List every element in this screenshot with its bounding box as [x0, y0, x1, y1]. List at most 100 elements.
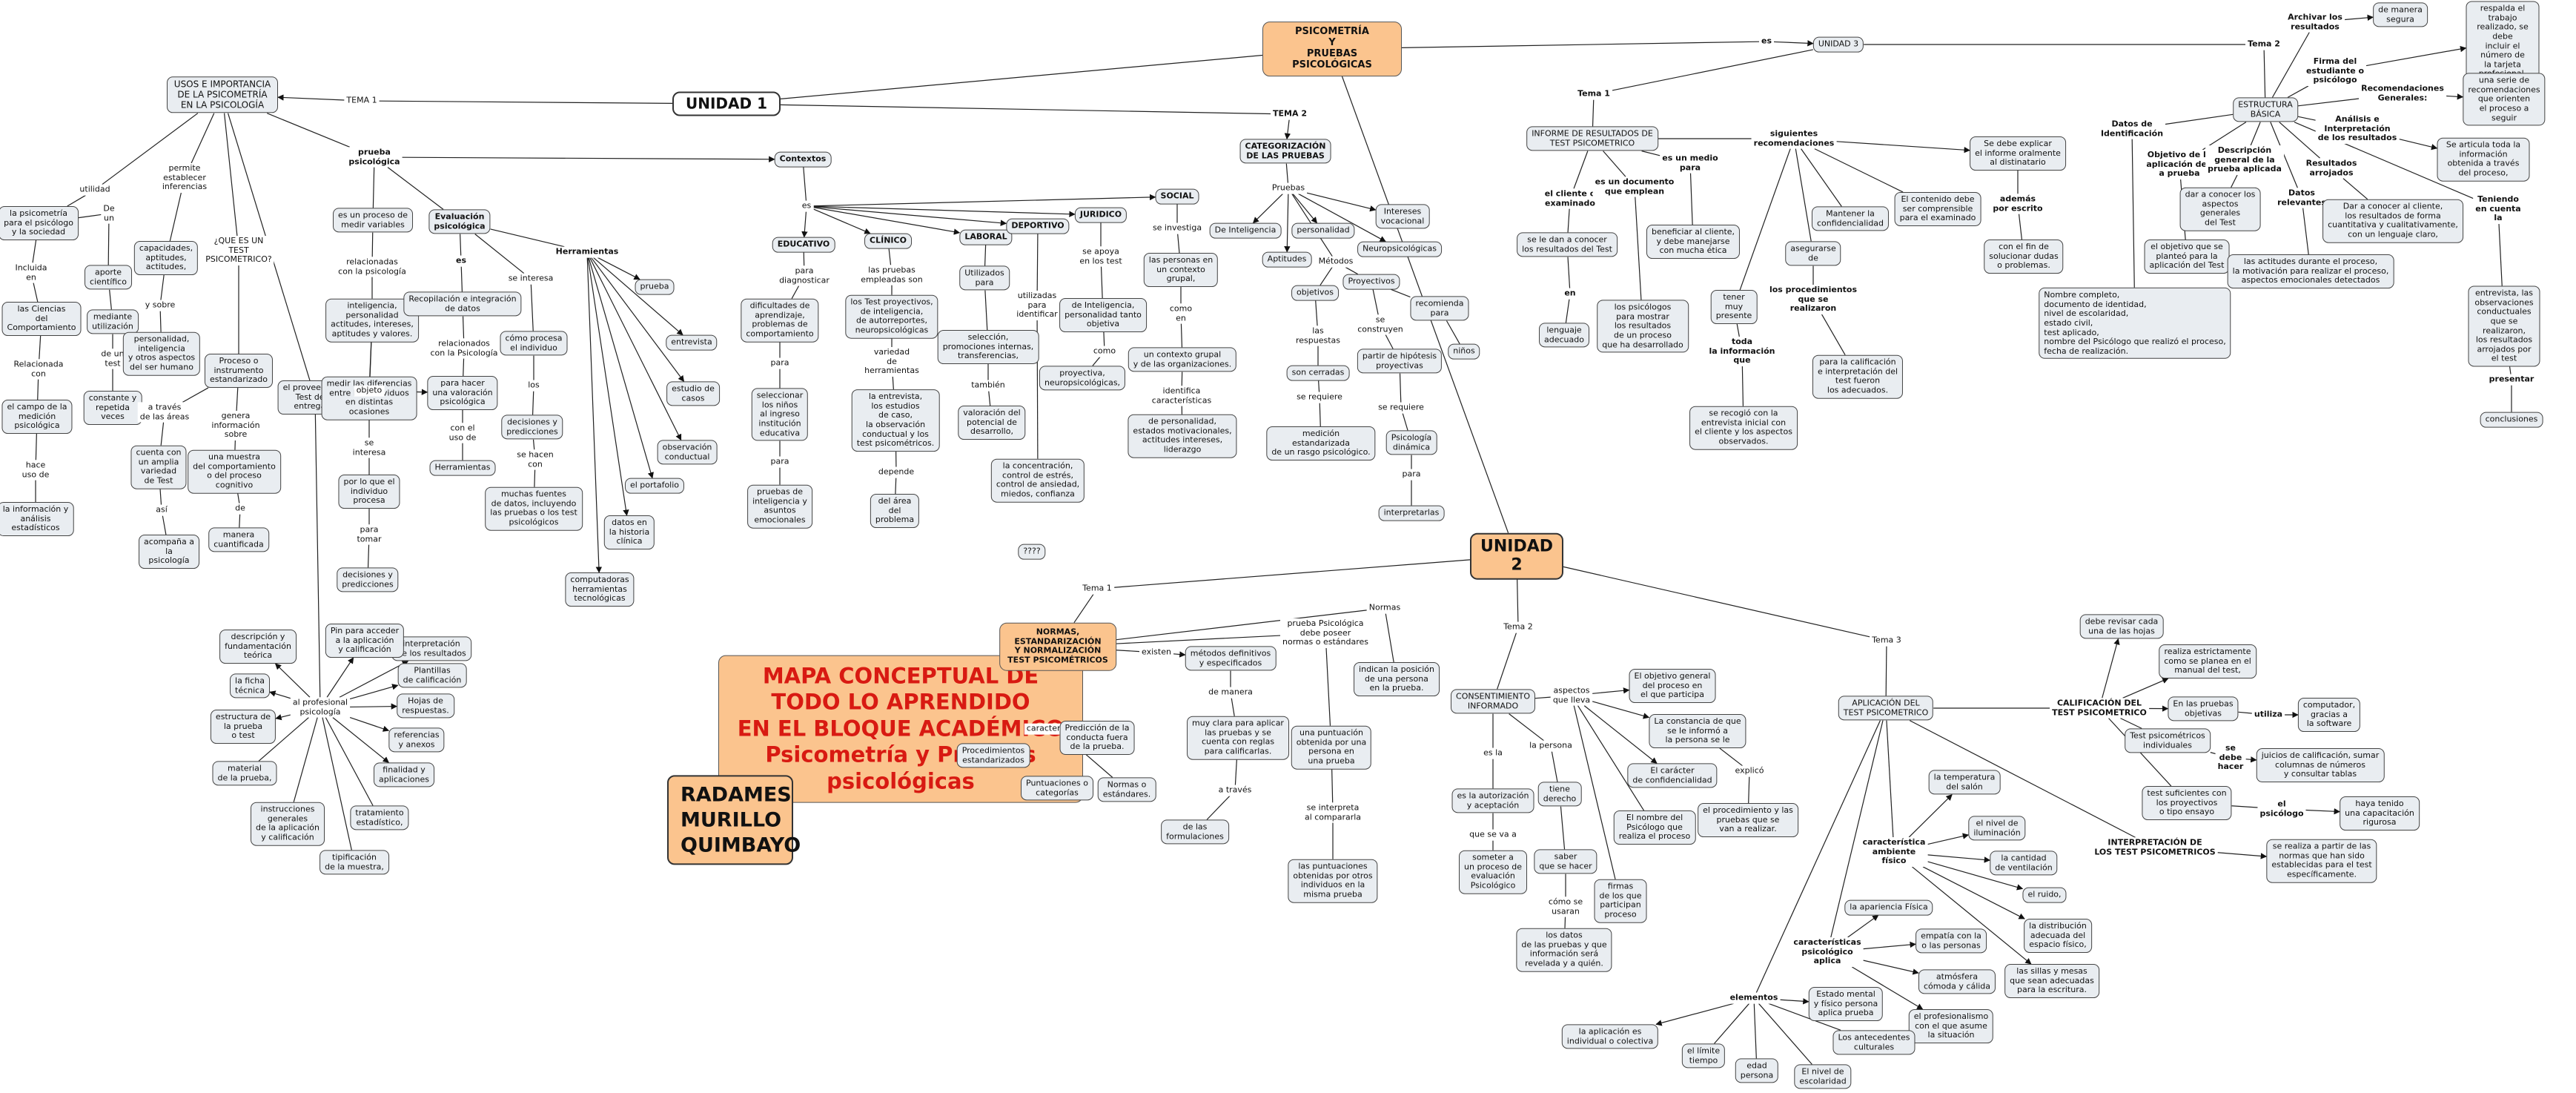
- unidad-2-node[interactable]: UNIDAD 2: [1469, 532, 1564, 580]
- node-ruido[interactable]: el ruido,: [2022, 887, 2067, 903]
- root-node-psicometria[interactable]: PSICOMETRÍA Y PRUEBAS PSICOLÓGICAS: [1262, 22, 1402, 76]
- node-test-individuales[interactable]: Test psicométricos individuales: [2125, 728, 2211, 753]
- node-portafolio[interactable]: el portafolio: [624, 478, 685, 494]
- node-objetivos[interactable]: objetivos: [1291, 285, 1339, 301]
- node-caracter-confidencialidad[interactable]: El carácter de confidencialidad: [1627, 763, 1718, 788]
- node-categorizacion[interactable]: CATEGORIZACIÓN DE LAS PRUEBAS: [1239, 139, 1331, 164]
- node-educativo[interactable]: EDUCATIVO: [772, 237, 835, 253]
- node-asegurarse[interactable]: asegurarse de: [1785, 241, 1841, 266]
- node-recomienda-para[interactable]: recomienda para: [1410, 296, 1469, 321]
- node-estado-mental[interactable]: Estado mental y físico persona aplica pr…: [1808, 987, 1884, 1021]
- node-calificacion-interpretacion[interactable]: para la calificación e interpretación de…: [1812, 354, 1904, 399]
- node-prueba[interactable]: prueba: [635, 279, 675, 295]
- node-capacidades[interactable]: capacidades, aptitudes, actitudes,: [133, 241, 199, 275]
- node-nombre-completo[interactable]: Nombre completo, documento de identidad,…: [2039, 287, 2231, 360]
- node-serie-recomendaciones[interactable]: una serie de recomendaciones que oriente…: [2463, 73, 2546, 126]
- node-de-inteligencia[interactable]: De Inteligencia: [1209, 222, 1282, 239]
- node-acompana-psicologia[interactable]: acompaña a la psicología: [139, 535, 199, 569]
- node-interpretacion-resultados[interactable]: interpretación de los resultados: [391, 636, 471, 661]
- node-distribucion-espacio[interactable]: la distribución adecuada del espacio fís…: [2024, 919, 2092, 953]
- node-entrevista[interactable]: entrevista: [666, 334, 718, 351]
- node-puntuaciones-otros[interactable]: las puntuaciones obtenidas por otros ind…: [1288, 859, 1378, 903]
- node-contenido-comprensible[interactable]: El contenido debe ser comprensible para …: [1894, 192, 1981, 226]
- node-indican-posicion[interactable]: indican la posición de una persona en la…: [1354, 662, 1440, 696]
- node-aspectos-generales[interactable]: dar a conocer los aspectos generales del…: [2179, 187, 2261, 231]
- node-realiza-estrictamente[interactable]: realiza estrictamente como se planea en …: [2159, 644, 2257, 678]
- node-proceso-instrumento[interactable]: Proceso o instrumento estandarizado: [204, 354, 274, 388]
- node-empatia[interactable]: empatía con la o las personas: [1916, 928, 1987, 954]
- node-profesionalismo[interactable]: el profesionalismo con el que asume la s…: [1908, 1009, 1994, 1043]
- node-una-muestra[interactable]: una muestra del comportamiento o del pro…: [188, 449, 281, 494]
- node-normas-estandares[interactable]: Normas o estándares.: [1097, 777, 1156, 802]
- node-mediante-utilizacion[interactable]: mediante utilización: [87, 309, 139, 334]
- node-aporte-cientifico[interactable]: aporte científico: [85, 265, 132, 290]
- node-descripcion-fundamentacion[interactable]: descripción y fundamentación teórica: [219, 630, 297, 664]
- node-herramientas[interactable]: Herramientas: [429, 460, 496, 476]
- node-limite-tiempo[interactable]: el límite tiempo: [1681, 1043, 1726, 1069]
- node-personalidad-inteligencia[interactable]: personalidad, inteligencia y otros aspec…: [122, 331, 201, 376]
- node-como-procesa[interactable]: cómo procesa el individuo: [500, 331, 568, 356]
- unidad-1-node[interactable]: UNIDAD 1: [672, 91, 781, 116]
- node-medir-diferencias[interactable]: medir las diferencias entre los individu…: [321, 376, 417, 420]
- node-solucionar-dudas[interactable]: con el fin de solucionar dudas o problem…: [1984, 240, 2064, 274]
- node-seleccionar-ninos[interactable]: seleccionar los niños al ingreso institu…: [751, 388, 809, 441]
- node-question-marks[interactable]: ????: [1018, 544, 1046, 560]
- node-clinico[interactable]: CLÍNICO: [864, 233, 912, 249]
- node-procedimiento-pruebas[interactable]: el procedimiento y las pruebas que se va…: [1698, 803, 1798, 837]
- node-entrevista-observaciones[interactable]: entrevista, las observaciones conductual…: [2468, 285, 2540, 367]
- node-material-prueba[interactable]: material de la prueba,: [212, 761, 277, 786]
- node-proyectivos[interactable]: Proyectivos: [1342, 274, 1400, 290]
- node-apariencia-fisica[interactable]: la apariencia Física: [1844, 899, 1933, 916]
- node-inteligencia-personalidad[interactable]: de Inteligencia, personalidad tanto obje…: [1059, 298, 1147, 332]
- node-deportivo[interactable]: DEPORTIVO: [1006, 218, 1070, 234]
- node-test-suficientes[interactable]: test suficientes con los proyectivos o t…: [2142, 786, 2232, 820]
- node-computador[interactable]: computador, gracias a la software: [2297, 698, 2361, 732]
- node-conclusiones[interactable]: conclusiones: [2480, 412, 2543, 428]
- node-personas-contexto[interactable]: las personas en un contexto grupal,: [1143, 253, 1219, 287]
- node-una-puntuacion[interactable]: una puntuación obtenida por una persona …: [1291, 725, 1372, 770]
- node-respalda-trabajo[interactable]: respalda el trabajo realizado, se debe i…: [2466, 1, 2540, 82]
- node-usos-importancia[interactable]: USOS E IMPORTANCIA DE LA PSICOMETRÍA EN …: [167, 76, 278, 113]
- node-proceso-medir-variables[interactable]: es un proceso de medir variables: [333, 208, 413, 233]
- node-concentracion-estres[interactable]: la concentración, control de estrés, con…: [990, 458, 1085, 503]
- node-actitudes-proceso[interactable]: las actitudes durante el proceso, la mot…: [2227, 254, 2394, 288]
- node-autorizacion-aceptacion[interactable]: es la autorización y aceptación: [1451, 788, 1534, 813]
- node-se-recogio[interactable]: se recogió con la entrevista inicial con…: [1689, 406, 1798, 450]
- node-juicios-calificacion[interactable]: juicios de calificación, sumar columnas …: [2256, 748, 2385, 782]
- node-neuropsicologicas[interactable]: Neuropsicológicas: [1357, 241, 1442, 257]
- node-valoracion-psicologica[interactable]: para hacer una valoración psicológica: [427, 376, 498, 410]
- node-pruebas-objetivas[interactable]: En las pruebas objetivas: [2168, 696, 2239, 721]
- node-ninos[interactable]: niños: [1448, 343, 1480, 360]
- node-atmosfera[interactable]: atmósfera cómoda y cálida: [1918, 969, 1996, 994]
- node-por-lo-que-procesa[interactable]: por lo que el individuo procesa: [338, 475, 400, 509]
- node-intereses-vocacional[interactable]: Intereses vocacional: [1375, 204, 1430, 229]
- node-medicion-estandarizada[interactable]: medición estandarizada de un rasgo psico…: [1266, 426, 1376, 460]
- node-explicar-informe[interactable]: Se debe explicar el informe oralmente al…: [1970, 136, 2066, 171]
- node-recopilacion-datos[interactable]: Recopilación e integración de datos: [403, 291, 522, 317]
- node-pruebas-inteligencia[interactable]: pruebas de inteligencia y asuntos emocio…: [747, 484, 812, 529]
- node-tipificacion[interactable]: tipificación de la muestra,: [319, 850, 389, 875]
- node-hojas-respuestas[interactable]: Hojas de respuestas.: [397, 693, 454, 719]
- node-aptitudes[interactable]: Aptitudes: [1262, 251, 1312, 268]
- node-laboral[interactable]: LABORAL: [959, 229, 1013, 245]
- node-juridico[interactable]: JURIDICO: [1074, 207, 1128, 223]
- node-contexto-grupal[interactable]: un contexto grupal y de las organizacion…: [1128, 347, 1237, 372]
- node-plantillas-calificacion[interactable]: Plantillas de calificación: [397, 663, 467, 688]
- node-personalidad[interactable]: personalidad: [1291, 222, 1355, 239]
- node-campo-medicion[interactable]: el campo de la medición psicológica: [1, 400, 73, 434]
- node-contextos[interactable]: Contextos: [774, 151, 832, 168]
- node-ficha-tecnica[interactable]: la ficha técnica: [230, 673, 270, 699]
- node-nivel-escolaridad[interactable]: El nivel de escolaridad: [1794, 1064, 1852, 1089]
- node-hipotesis-proyectivas[interactable]: partir de hipótesis proyectivas: [1357, 349, 1443, 374]
- node-sillas-mesas[interactable]: las sillas y mesas que sean adecuadas pa…: [2004, 964, 2099, 998]
- node-normas-estandarizacion[interactable]: NORMAS, ESTANDARIZACIÓN Y NORMALIZACIÓN …: [999, 622, 1116, 671]
- node-cuenta-con-test[interactable]: cuenta con un amplia variedad de Test: [130, 445, 187, 489]
- node-datos-historia-clinica[interactable]: datos en la historia clínica: [603, 515, 655, 549]
- node-entrevista-estudios[interactable]: la entrevista, los estudios de caso, la …: [851, 389, 940, 452]
- node-realiza-normas[interactable]: se realiza a partir de las normas que ha…: [2266, 839, 2377, 883]
- node-psicologia-dinamica[interactable]: Psicología dinámica: [1385, 430, 1437, 455]
- node-mantener-confidencialidad[interactable]: Mantener la confidencialidad: [1811, 206, 1890, 231]
- node-ciencias-comportamiento[interactable]: las Ciencias del Comportamiento: [1, 302, 82, 336]
- node-test-proyectivos[interactable]: los Test proyectivos, de inteligencia, d…: [845, 294, 938, 339]
- node-computadoras[interactable]: computadoras herramientas tecnológicas: [565, 572, 635, 607]
